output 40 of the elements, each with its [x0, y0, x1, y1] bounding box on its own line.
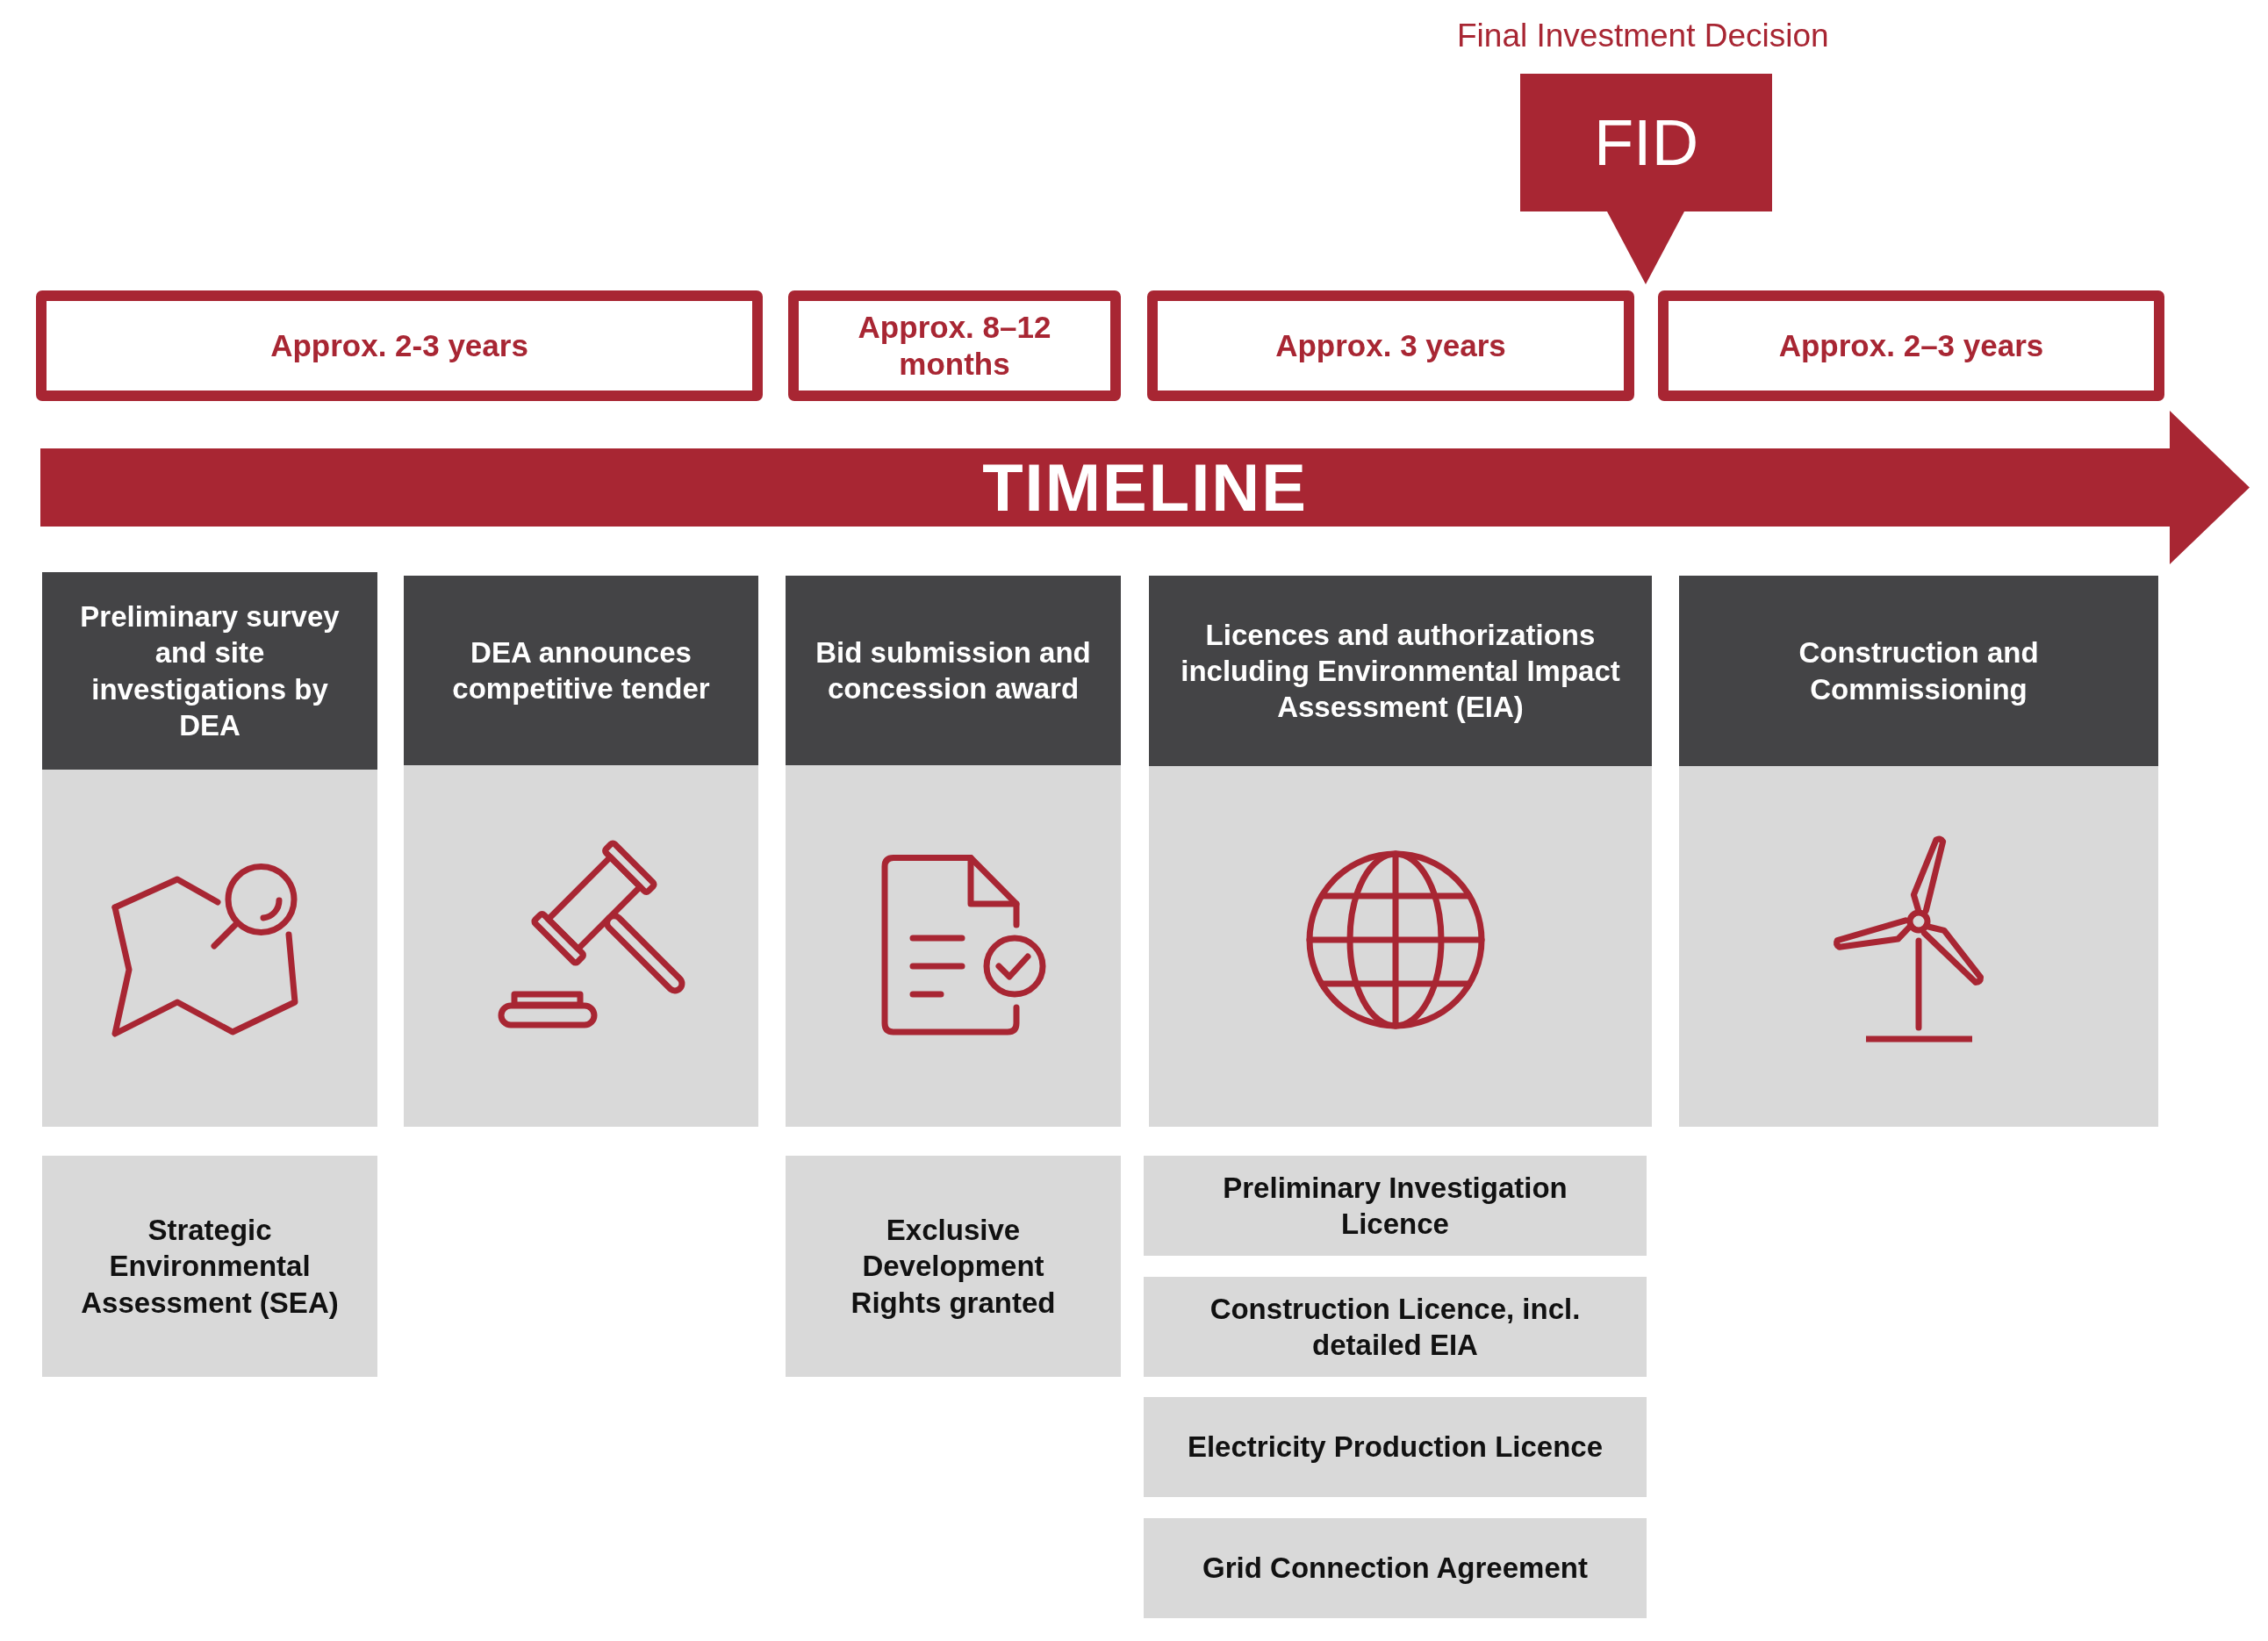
phase-title: Construction and Commissioning	[1798, 635, 2040, 707]
icon-panel	[42, 770, 377, 1127]
duration-label: Approx. 8–12 months	[857, 309, 1052, 383]
duration-box	[36, 290, 763, 401]
timeline-arrow	[40, 411, 2250, 564]
callout-caption: Final Investment Decision	[1457, 18, 1829, 55]
outcome-box	[786, 1156, 1121, 1377]
phase-title: Preliminary survey and site investigations by DEA	[79, 599, 341, 743]
callout-label: FID	[1593, 106, 1699, 179]
outcome-label: Preliminary Investigation Licence	[1222, 1170, 1568, 1242]
phase-header	[786, 576, 1121, 765]
outcome-box	[1144, 1518, 1647, 1618]
icon-panel	[1149, 766, 1652, 1127]
duration-box	[1147, 290, 1634, 401]
phase-header	[1679, 576, 2158, 766]
icon-panel	[404, 765, 758, 1127]
outcome-label: Strategic Environmental Assessment (SEA)	[80, 1213, 340, 1321]
outcome-box	[1144, 1156, 1647, 1256]
outcome-box	[1144, 1277, 1647, 1377]
outcome-box	[1144, 1397, 1647, 1497]
icon-panel	[1679, 766, 2158, 1127]
duration-box	[1658, 290, 2164, 401]
timeline-label: TIMELINE	[982, 450, 1308, 525]
phase-title: DEA announces competitive tender	[451, 634, 711, 706]
phase-title: Licences and authorizations including Environmental Impact Assessment (EIA)	[1180, 617, 1621, 726]
outcome-label: Exclusive Development Rights granted	[850, 1213, 1057, 1321]
phase-title: Bid submission and concession award	[815, 634, 1092, 706]
outcome-box	[42, 1156, 377, 1377]
icon-panel	[786, 765, 1121, 1127]
phase-header	[42, 572, 377, 770]
duration-label: Approx. 2–3 years	[1778, 327, 2044, 364]
callout-box	[1520, 74, 1772, 284]
outcome-label: Electricity Production Licence	[1187, 1430, 1604, 1465]
duration-box	[788, 290, 1121, 401]
outcome-label: Construction Licence, incl. detailed EIA	[1209, 1291, 1582, 1363]
duration-label: Approx. 3 years	[1275, 327, 1506, 364]
phase-header	[1149, 576, 1652, 766]
phase-header	[404, 576, 758, 765]
duration-label: Approx. 2-3 years	[270, 327, 528, 364]
outcome-label: Grid Connection Agreement	[1202, 1551, 1588, 1587]
